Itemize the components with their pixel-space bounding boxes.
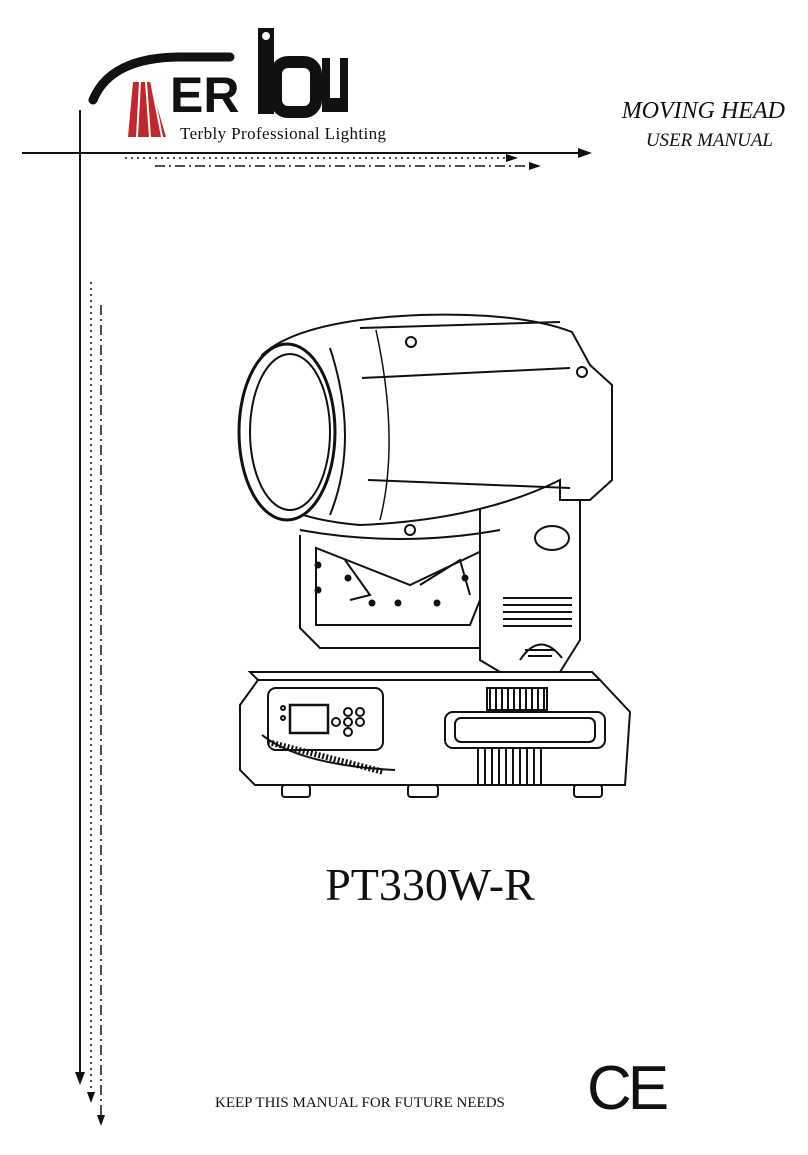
footer-note: KEEP THIS MANUAL FOR FUTURE NEEDS xyxy=(215,1095,505,1111)
terbly-logo: ER xyxy=(88,28,348,138)
brand-subtitle: Terbly Professional Lighting xyxy=(180,124,387,143)
moving-head-illustration xyxy=(237,313,632,798)
ce-mark-icon: CE xyxy=(587,1054,669,1123)
document-title: MOVING HEAD xyxy=(621,98,785,124)
svg-text:ER: ER xyxy=(170,67,239,123)
document-subtitle: USER MANUAL xyxy=(645,130,773,151)
product-model: PT330W-R xyxy=(325,859,535,910)
